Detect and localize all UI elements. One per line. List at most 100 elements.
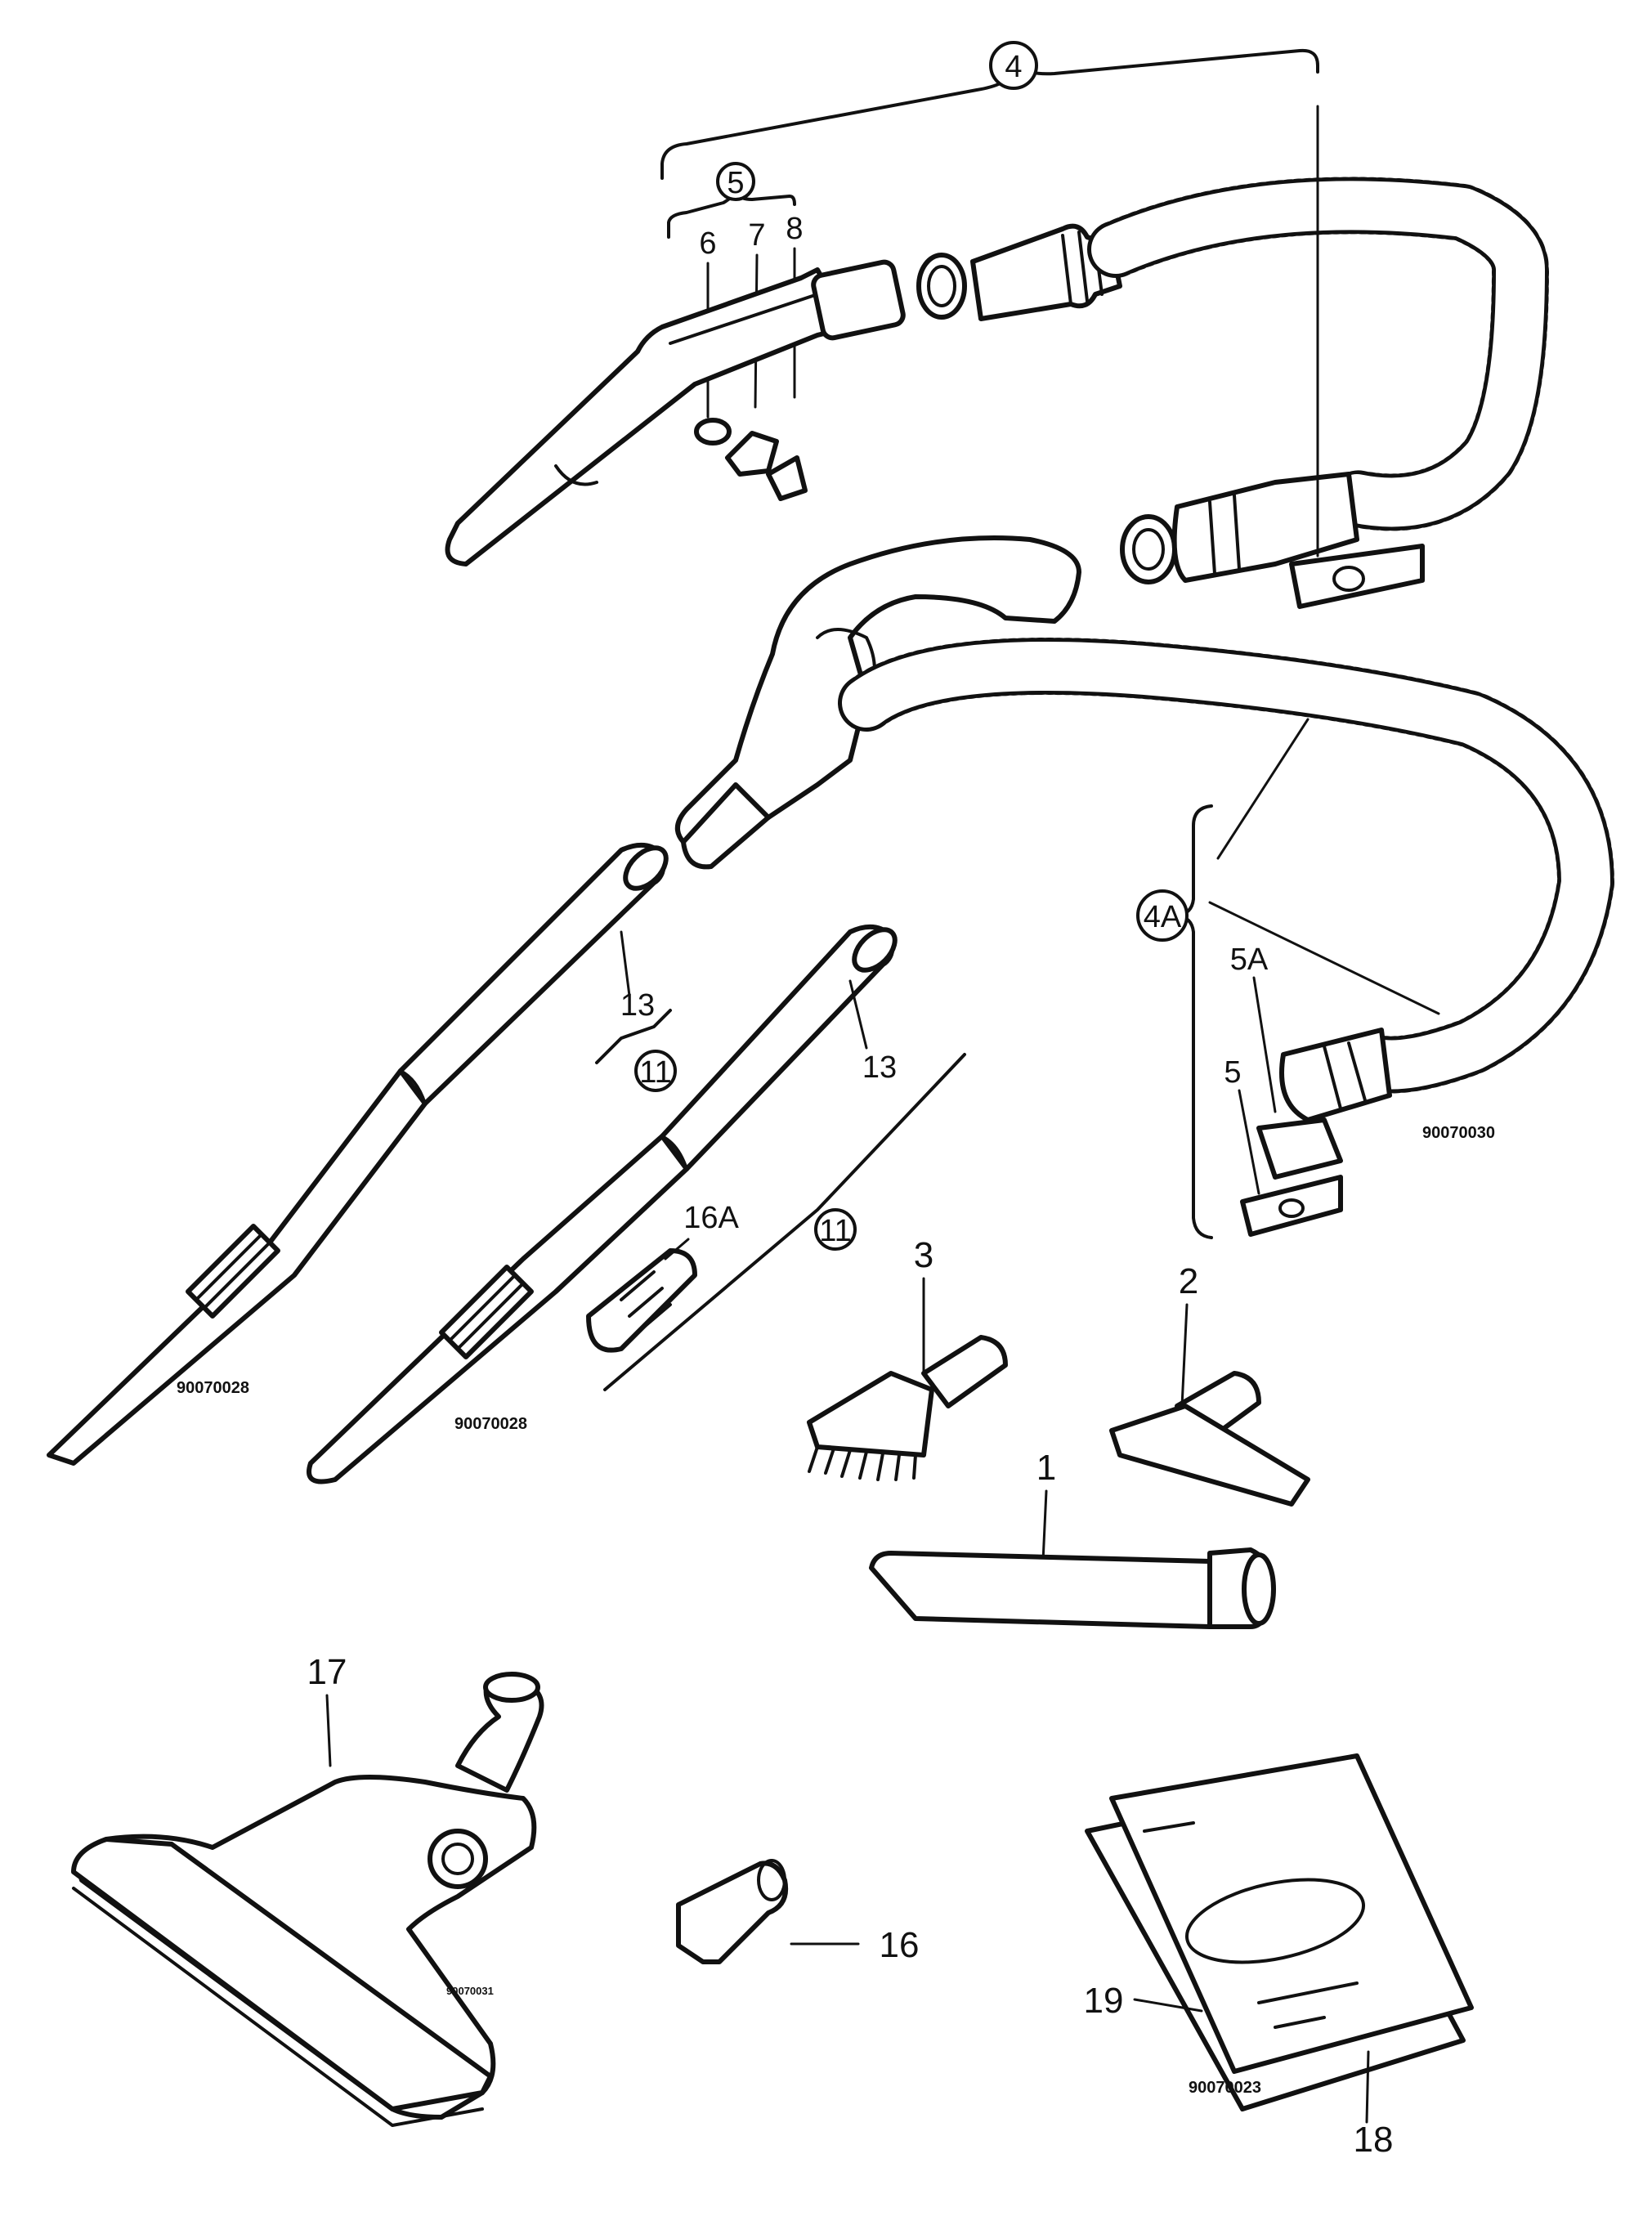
callout-17: 17 [307, 1652, 347, 1692]
callout-13-left: 13 [620, 988, 655, 1023]
leader-13-left [620, 930, 631, 997]
leader-16a [664, 1238, 690, 1261]
crevice-tool: 1 [869, 1448, 1276, 1629]
left-tube-set: 13 11 90070028 [47, 843, 677, 1466]
wand-handle-ridge [669, 293, 819, 345]
callout-11-right: 11 [819, 1214, 851, 1248]
crevice-body [869, 1551, 1212, 1629]
callout-5-top: 5 [727, 166, 744, 200]
left-tube-upper [398, 843, 666, 1106]
callout-5: 5 [1224, 1055, 1241, 1090]
leader-5a [1252, 976, 1277, 1113]
code-tube-left: 90070028 [177, 1379, 249, 1397]
floor-nozzle-wheel [428, 1829, 488, 1889]
lower-ring [1120, 514, 1177, 584]
callout-4a: 4A [1144, 900, 1182, 934]
callout-16: 16 [880, 1925, 920, 1965]
callout-19: 19 [1084, 1981, 1124, 2021]
handle-hose-core [842, 642, 1610, 1090]
manual-cover-illustration [1184, 1878, 1366, 1964]
floor-nozzle: 17 90070031 [71, 1652, 544, 2127]
part-16a-slots [620, 1270, 672, 1334]
right-tube-upper-end [852, 927, 898, 973]
callout-16a: 16A [683, 1201, 739, 1235]
floor-nozzle-wheel-inner [441, 1843, 474, 1875]
part-16-adapter: 16 [676, 1859, 920, 1965]
wand-handle-seam [554, 464, 598, 486]
left-tube-joint [399, 1069, 427, 1105]
upholstery-head [1109, 1404, 1310, 1507]
code-hose-group: 90070030 [1422, 1124, 1495, 1142]
leader-4a-down [1208, 901, 1440, 1015]
callout-5-circle [716, 162, 755, 201]
handle-hose-assembly: 4A 5A 5 90070030 [675, 535, 1614, 1239]
hose-coupling-top [970, 223, 1122, 321]
floor-nozzle-plate [71, 1837, 493, 2111]
bracket-11-left [595, 1009, 672, 1064]
part-16-opening [757, 1859, 786, 1901]
part-5-clip [1240, 1175, 1343, 1237]
upper-hose-assembly: 4 5 6 7 8 [445, 41, 1549, 609]
callout-11-right-circle [814, 1208, 857, 1251]
manual-cover-lines [1143, 1821, 1359, 2029]
leader-2 [1180, 1303, 1189, 1408]
handle-connector [1279, 1028, 1392, 1122]
right-tube-set: 13 11 90070028 16A [307, 925, 966, 1484]
wand-handle [445, 267, 853, 566]
handle-ring-1 [811, 259, 906, 341]
leader-17 [325, 1694, 332, 1767]
callout-4: 4 [1005, 50, 1022, 84]
callout-3: 3 [914, 1235, 933, 1275]
pistol-grip [675, 535, 1081, 844]
callout-5a: 5A [1230, 943, 1269, 977]
callout-7: 7 [748, 218, 765, 253]
lower-coupling-ribs [1208, 494, 1241, 575]
part-16a-sleeve [586, 1248, 697, 1353]
pistol-grip-nozzle [681, 782, 771, 870]
callout-1: 1 [1036, 1448, 1056, 1488]
upper-hose-core [1091, 181, 1545, 527]
handle-ring-2 [916, 253, 967, 320]
instruction-manual: 19 18 90070023 [1084, 1753, 1474, 2160]
handle-connector-dark [1323, 1041, 1367, 1110]
dusting-brush: 3 [807, 1235, 1008, 1481]
lower-coupling [1171, 472, 1359, 583]
leader-5 [1238, 1089, 1260, 1195]
callout-18: 18 [1354, 2120, 1394, 2160]
clip-part [1289, 544, 1425, 609]
manual-cover [1109, 1753, 1474, 2074]
code-nozzle: 90070031 [446, 1985, 494, 1997]
part-5-clip-hole [1278, 1198, 1305, 1218]
clip-hole [1332, 566, 1365, 592]
floor-nozzle-rim [72, 1887, 484, 2127]
code-tube-right: 90070028 [454, 1415, 527, 1433]
leader-13-right [848, 979, 868, 1050]
bracket-11-right [603, 1053, 966, 1391]
upholstery-nozzle: 2 [1109, 1261, 1310, 1507]
callout-11-left: 11 [639, 1055, 671, 1090]
callout-4a-circle [1136, 889, 1189, 942]
right-tube-joint [660, 1135, 688, 1171]
part-16-body [676, 1861, 788, 1964]
lower-ring-inner [1132, 528, 1165, 571]
leader-4a-up [1216, 718, 1310, 860]
part-7-spring [725, 431, 779, 477]
bracket-4a [1175, 804, 1213, 1239]
right-tube-slider-ribs [448, 1274, 525, 1350]
leader-19 [1133, 1998, 1203, 2013]
part-5a-switch [1256, 1117, 1343, 1180]
leader-1 [1041, 1489, 1048, 1563]
callout-6: 6 [699, 226, 716, 261]
handle-ring-2-inner [927, 265, 956, 307]
callout-2: 2 [1179, 1261, 1198, 1301]
crevice-end [1242, 1552, 1276, 1626]
dusting-brush-head [807, 1371, 934, 1458]
left-tube-slider-ribs [195, 1233, 271, 1310]
callout-4-circle [989, 41, 1038, 90]
callout-11-left-circle [634, 1050, 677, 1092]
floor-nozzle-neck-opening [483, 1672, 540, 1703]
code-manual: 90070023 [1189, 2079, 1261, 2097]
callout-8: 8 [786, 212, 803, 246]
dusting-brush-bristles [808, 1445, 917, 1481]
